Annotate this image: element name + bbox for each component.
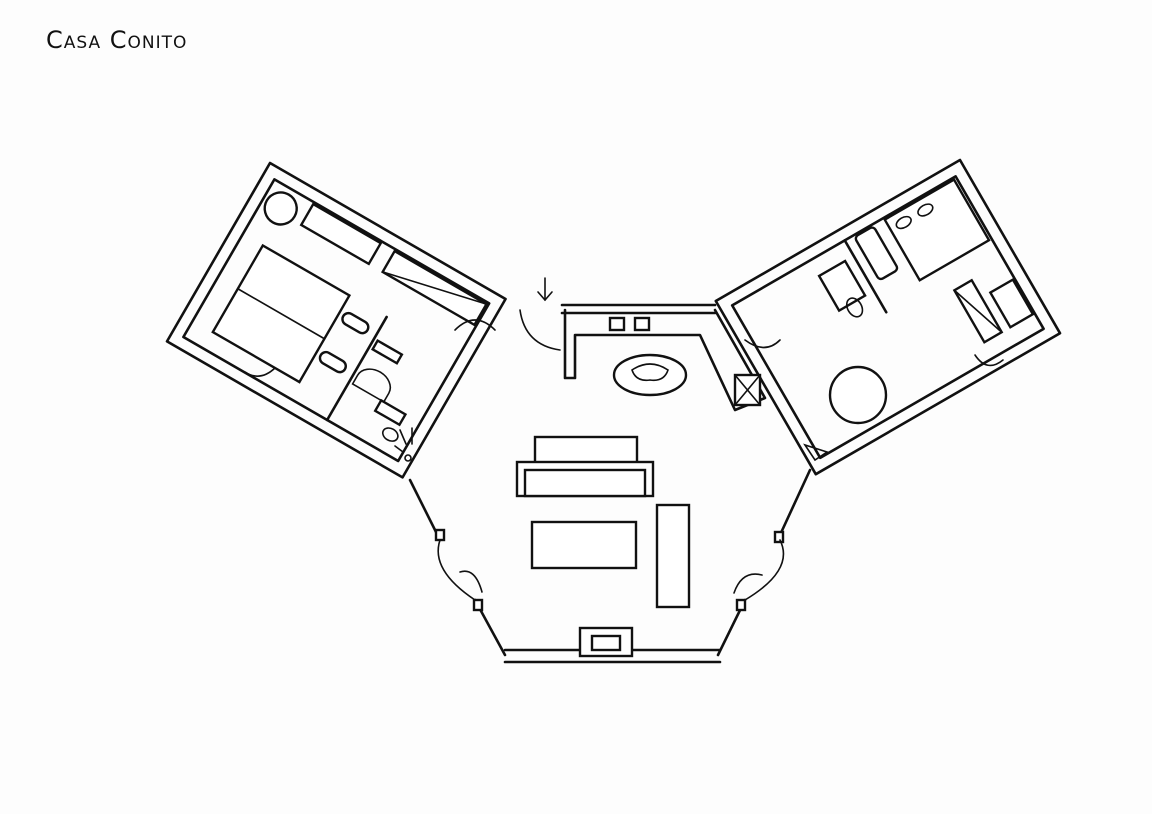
right-bedroom-wing [714,158,1062,476]
entrance-door[interactable] [519,309,561,351]
wall-post [434,528,446,542]
sink [608,316,626,332]
pillow [341,311,370,335]
plant-icon [803,443,829,462]
bathtub [854,226,899,281]
east-wall [778,468,812,537]
coffee-table [530,520,638,570]
left-bedroom-wing [165,161,507,479]
wall-post [773,530,785,544]
wall-post [735,598,747,612]
left-wing-inner-wall [182,178,491,463]
dining-table [612,353,688,397]
right-bedroom-door[interactable] [974,354,1004,367]
side-sofa [655,503,691,609]
east-door[interactable] [744,539,785,601]
pillow [318,350,347,374]
left-wing-outer-wall [165,161,507,479]
sofa-seat [523,468,647,498]
shelf [370,338,404,365]
living-area [394,277,829,664]
bed [883,177,991,282]
toilet-icon [845,297,864,318]
right-wing-outer-wall [714,158,1062,476]
fireplace-hearth [590,634,622,652]
toilet-icon [381,427,399,442]
left-wing-entry-door[interactable] [454,319,496,331]
round-table [263,191,298,226]
plan-title: Casa Conito [46,26,188,54]
vanity [373,398,408,427]
right-wing-entry-door[interactable] [744,339,781,349]
chair [988,277,1035,329]
left-bedroom-door[interactable] [244,367,276,377]
sofa-back [533,435,639,465]
plant-icon [394,427,413,453]
bathroom-wall [843,239,888,314]
west-door[interactable] [437,539,476,601]
bathtub-icon [351,368,392,403]
bathroom-wall [325,315,388,422]
round-table [828,365,888,425]
dresser [299,202,383,266]
sink [633,316,651,332]
wall-post [472,598,484,612]
vanity [817,259,867,313]
